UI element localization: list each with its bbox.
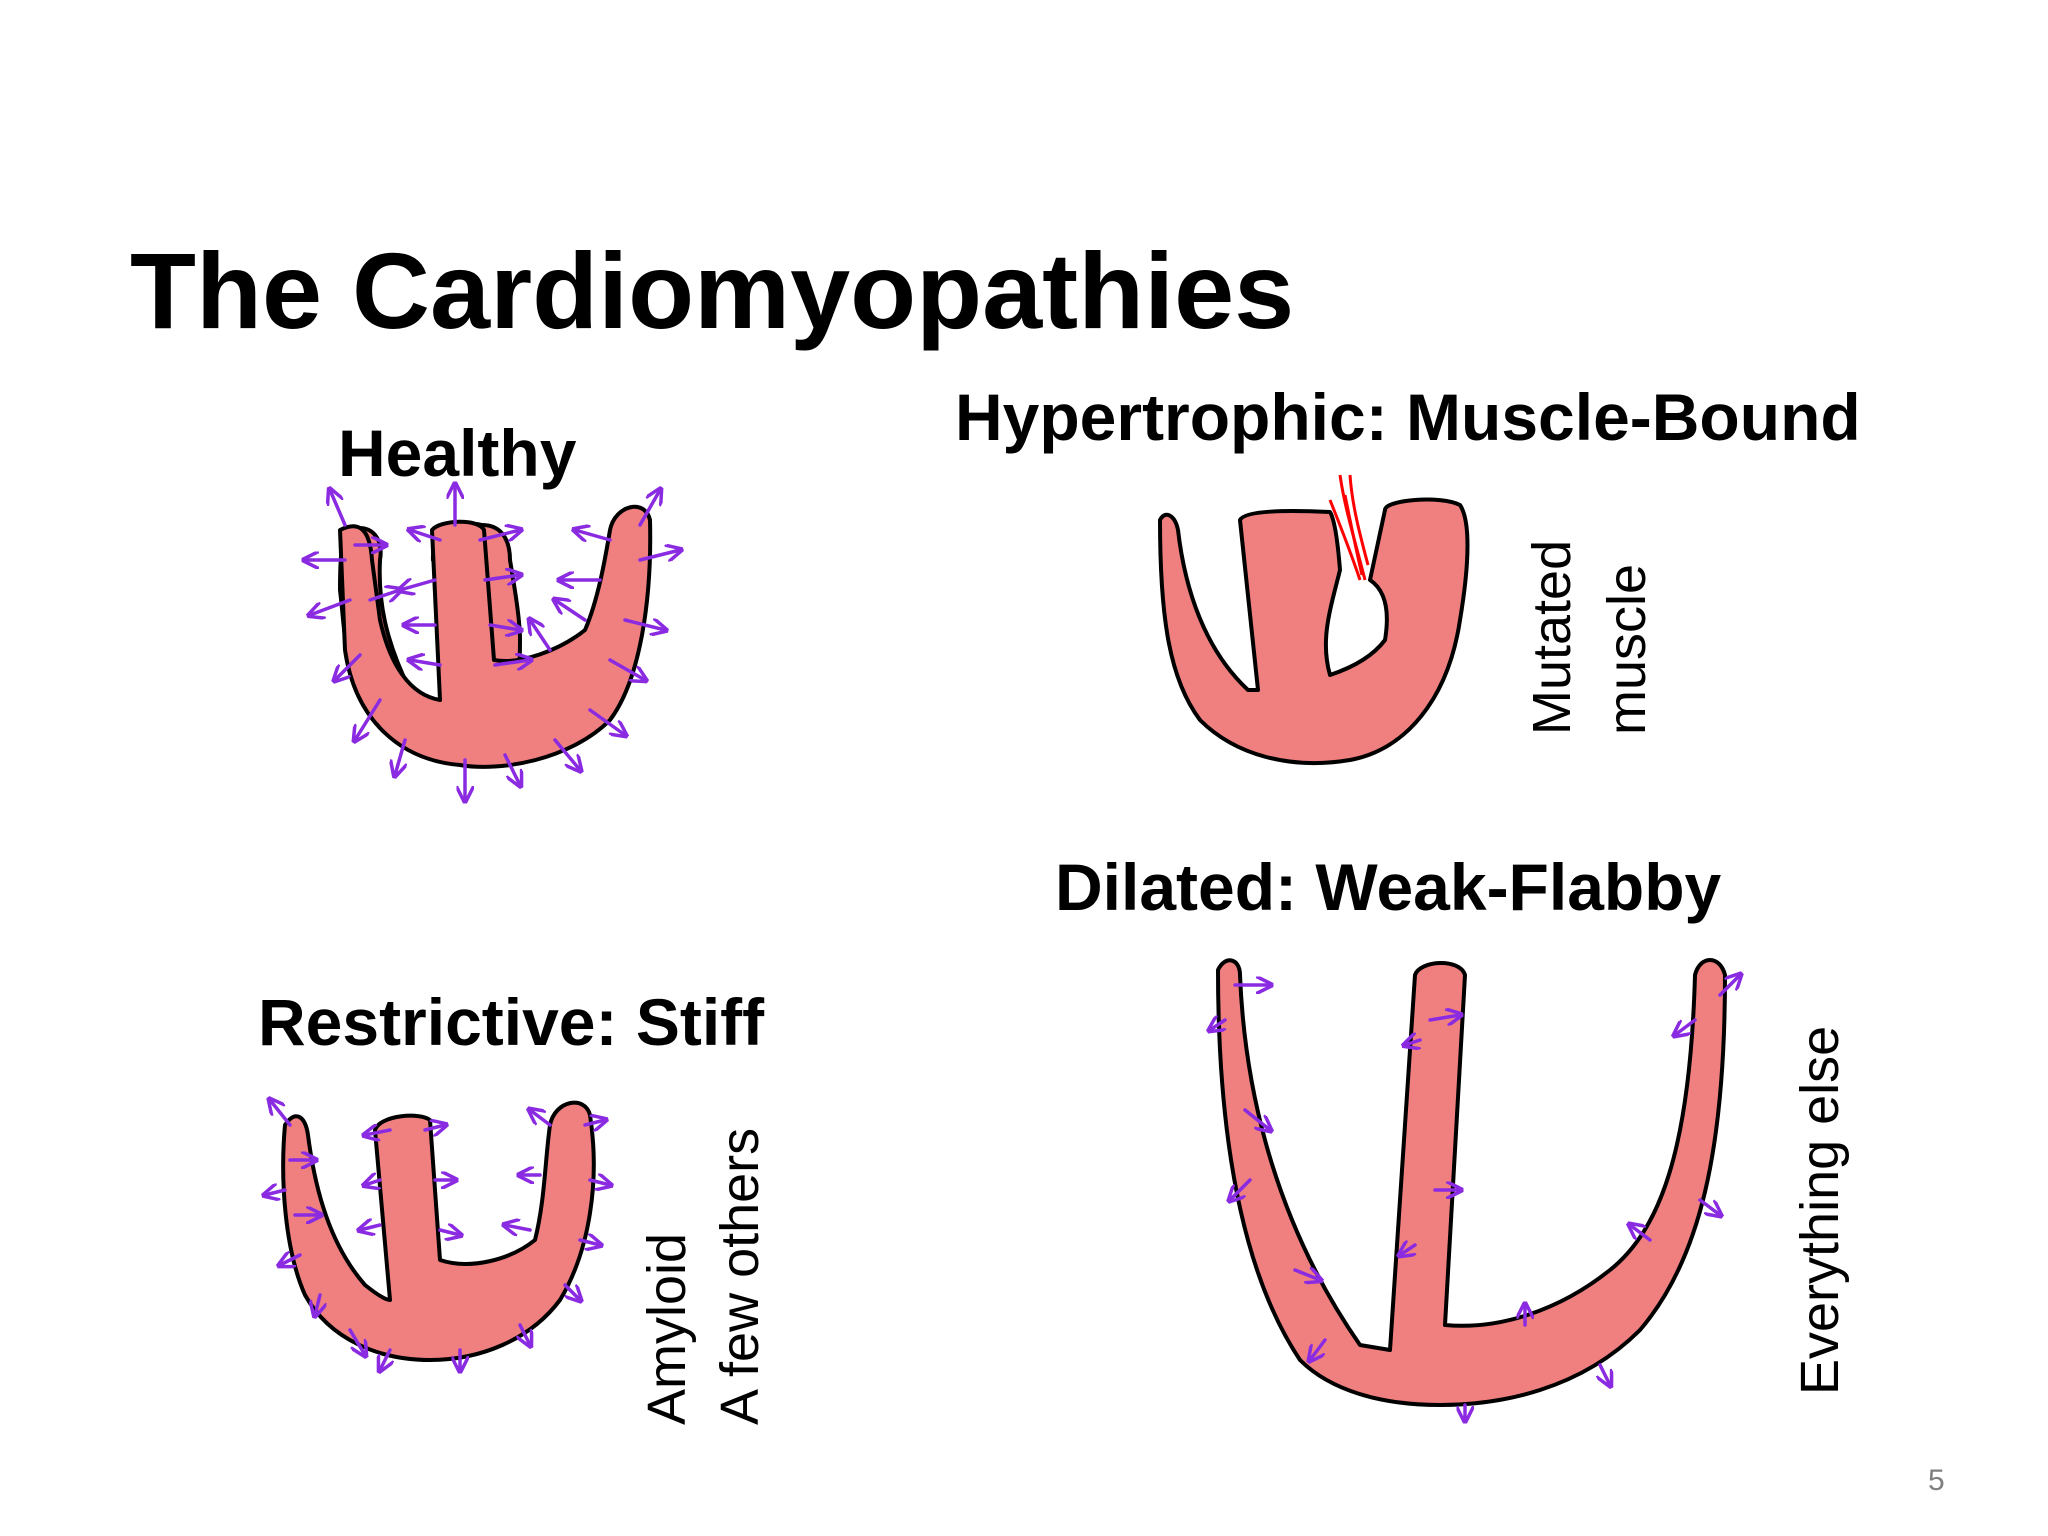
hypertrophic-note-line1: Mutated xyxy=(1522,540,1582,735)
mutation-lines xyxy=(1328,474,1370,581)
healthy-contraction-arrows xyxy=(305,485,680,800)
healthy-label: Healthy xyxy=(338,416,577,490)
hypertrophic-heart-diagram xyxy=(1158,474,1470,765)
page-number: 5 xyxy=(1928,1464,1945,1497)
healthy-heart-diagram xyxy=(305,485,680,800)
restrictive-contraction-arrows xyxy=(265,1100,610,1370)
dilated-note: Everything else xyxy=(1790,1026,1850,1395)
hypertrophic-note-line2: muscle xyxy=(1597,564,1657,735)
slide-title: The Cardiomyopathies xyxy=(130,230,1294,351)
restrictive-heart-diagram xyxy=(265,1100,610,1370)
dilated-heart-diagram xyxy=(1210,958,1740,1420)
restrictive-note-line2: A few others xyxy=(710,1128,770,1425)
restrictive-label: Restrictive: Stiff xyxy=(258,985,765,1059)
dilated-contraction-arrows xyxy=(1210,975,1740,1420)
hypertrophic-label: Hypertrophic: Muscle-Bound xyxy=(955,380,1861,454)
restrictive-note-line1: Amyloid xyxy=(637,1233,697,1425)
dilated-label: Dilated: Weak-Flabby xyxy=(1055,850,1722,924)
